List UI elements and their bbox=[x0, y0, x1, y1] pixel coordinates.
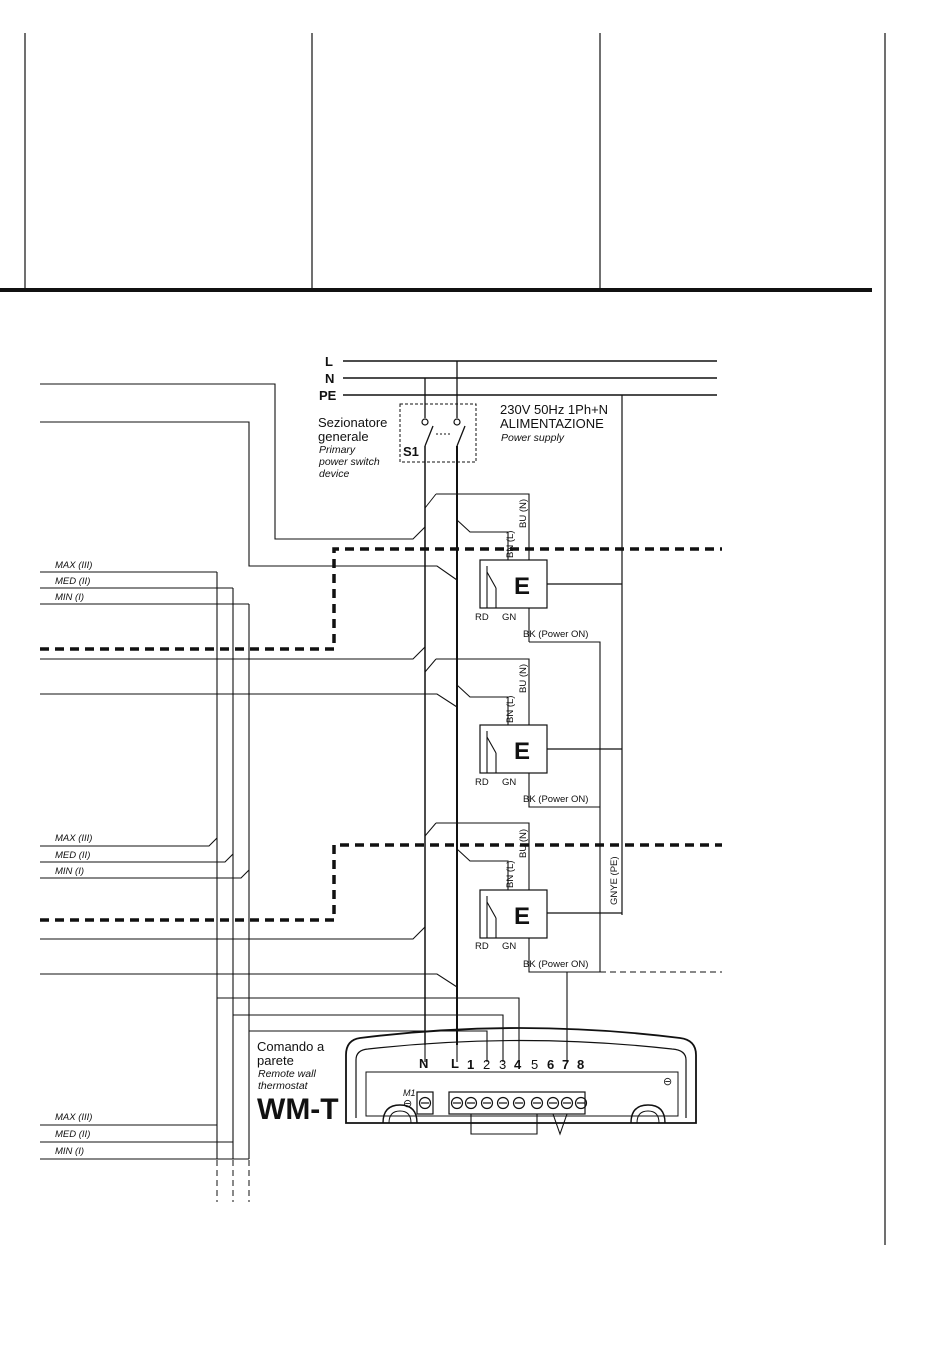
minus-icon-left: ⊖ bbox=[403, 1098, 412, 1110]
terminal-4: 4 bbox=[514, 1057, 522, 1072]
terminal-8: 8 bbox=[577, 1057, 584, 1072]
switch-label-it-2: generale bbox=[318, 429, 369, 444]
label-PE: PE bbox=[319, 388, 337, 403]
terminal-1: 1 bbox=[467, 1057, 474, 1072]
switch-s1 bbox=[399, 361, 477, 1045]
unit-1-bn: BN (L) bbox=[505, 531, 516, 558]
supply-subtitle: Power supply bbox=[501, 432, 565, 444]
terminal-6: 6 bbox=[547, 1057, 554, 1072]
unit-3-bn: BN (L) bbox=[505, 861, 516, 888]
terminal-N: N bbox=[419, 1056, 428, 1071]
unit-3-bk: BK (Power ON) bbox=[523, 959, 588, 970]
switch-label-en-3: device bbox=[319, 468, 350, 480]
label-L: L bbox=[325, 354, 333, 369]
label-N: N bbox=[325, 371, 334, 386]
thermostat-label-it-2: parete bbox=[257, 1053, 294, 1068]
unit-3-letter: E bbox=[514, 903, 530, 930]
speed-med-1: MED (II) bbox=[55, 576, 90, 587]
terminal-3: 3 bbox=[499, 1057, 506, 1072]
thermostat-label-en-2: thermostat bbox=[258, 1080, 309, 1092]
thermostat-model: WM-T bbox=[257, 1093, 339, 1126]
speed-dashed-tails bbox=[216, 971, 722, 1202]
unit-1-rd: RD bbox=[475, 612, 489, 623]
unit-2-rd: RD bbox=[475, 777, 489, 788]
supply-title: ALIMENTAZIONE bbox=[500, 416, 604, 431]
feeder-lines bbox=[40, 383, 458, 988]
terminal-L: L bbox=[451, 1056, 459, 1071]
speed-max-2: MAX (III) bbox=[55, 833, 92, 844]
unit-3-rd: RD bbox=[475, 941, 489, 952]
unit-1 bbox=[424, 493, 601, 972]
thermostat-label-en-1: Remote wall bbox=[258, 1068, 316, 1080]
switch-label-it-1: Sezionatore bbox=[318, 415, 387, 430]
thermostat-body bbox=[345, 1027, 697, 1136]
unit-1-bk: BK (Power ON) bbox=[523, 629, 588, 640]
pe-conductor bbox=[547, 395, 623, 915]
unit-1-letter: E bbox=[514, 573, 530, 600]
unit-3-gn: GN bbox=[502, 941, 516, 952]
header-table bbox=[0, 33, 872, 292]
terminal-2: 2 bbox=[483, 1057, 490, 1072]
unit-1-gn: GN bbox=[502, 612, 516, 623]
unit-2-bu: BU (N) bbox=[518, 664, 529, 693]
unit-3 bbox=[424, 822, 600, 973]
speed-min-3: MIN (I) bbox=[55, 1146, 84, 1157]
switch-label-en-1: Primary bbox=[319, 444, 356, 456]
unit-2 bbox=[424, 658, 600, 808]
speed-lines bbox=[40, 571, 250, 1160]
speed-med-2: MED (II) bbox=[55, 850, 90, 861]
terminal-m1: M1 bbox=[403, 1088, 416, 1098]
pe-wire-label: GNYE (PE) bbox=[609, 856, 620, 905]
speed-min-2: MIN (I) bbox=[55, 866, 84, 877]
speed-min-1: MIN (I) bbox=[55, 592, 84, 603]
terminal-7: 7 bbox=[562, 1057, 569, 1072]
unit-3-bu: BU (N) bbox=[518, 829, 529, 858]
switch-label-en-2: power switch bbox=[318, 456, 380, 468]
supply-bus bbox=[343, 360, 717, 396]
speed-med-3: MED (II) bbox=[55, 1129, 90, 1140]
minus-icon-right: ⊖ bbox=[663, 1076, 672, 1088]
terminal-screws bbox=[418, 1096, 588, 1110]
speed-max-1: MAX (III) bbox=[55, 560, 92, 571]
switch-id: S1 bbox=[403, 444, 419, 459]
unit-2-bk: BK (Power ON) bbox=[523, 794, 588, 805]
thermostat-label-it-1: Comando a bbox=[257, 1039, 325, 1054]
supply-voltage: 230V 50Hz 1Ph+N bbox=[500, 402, 608, 417]
terminal-5: 5 bbox=[531, 1057, 538, 1072]
unit-2-gn: GN bbox=[502, 777, 516, 788]
unit-2-bn: BN (L) bbox=[505, 696, 516, 723]
unit-2-letter: E bbox=[514, 738, 530, 765]
unit-1-bu: BU (N) bbox=[518, 499, 529, 528]
group-separators bbox=[40, 547, 722, 922]
speed-max-3: MAX (III) bbox=[55, 1112, 92, 1123]
